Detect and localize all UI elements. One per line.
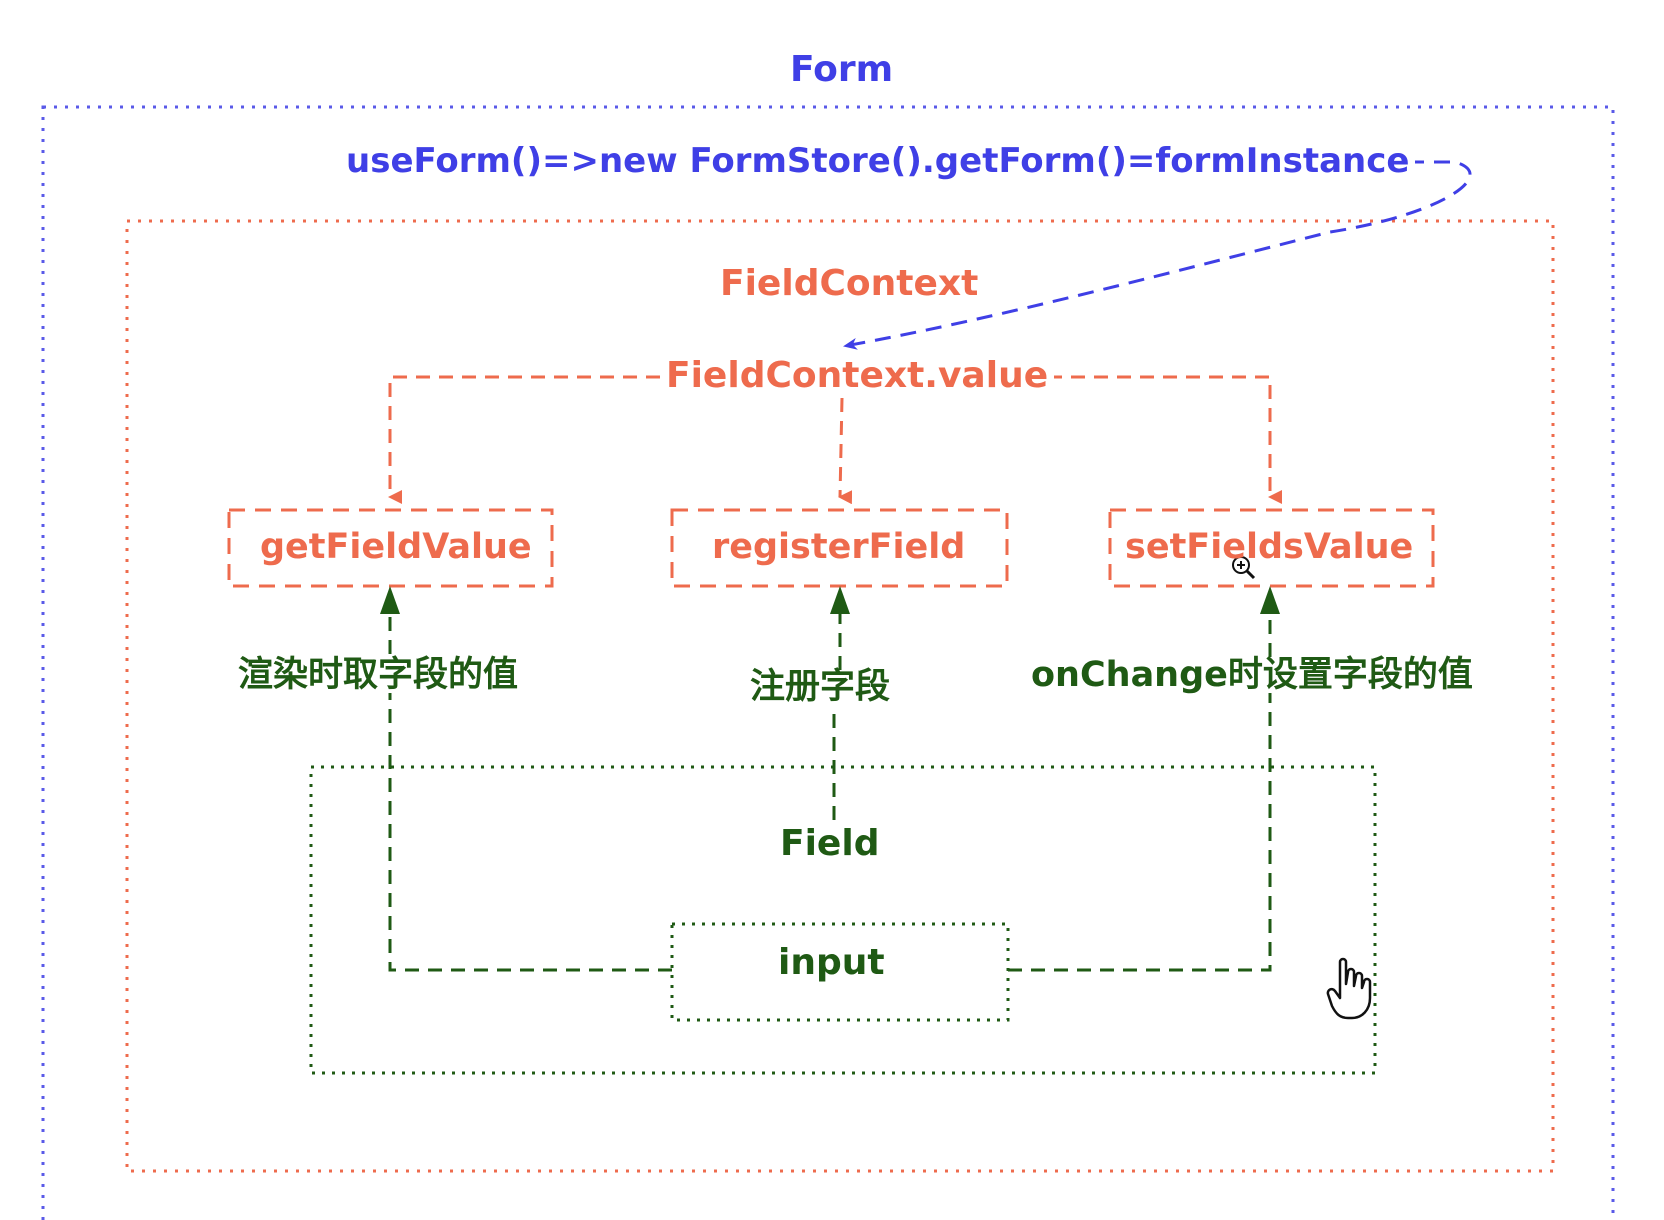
input-to-set-line bbox=[1008, 605, 1272, 972]
set-fields-value-caption: onChange时设置字段的值 bbox=[1025, 658, 1479, 693]
get-field-value-box bbox=[227, 508, 554, 588]
magnifier-plus-icon bbox=[1232, 556, 1256, 580]
field-context-value: FieldContext.value bbox=[660, 358, 1055, 394]
get-field-value-label: getFieldValue bbox=[260, 527, 532, 567]
value-to-set-arrow bbox=[1025, 375, 1282, 504]
set-fields-value-label: setFieldsValue bbox=[1125, 527, 1414, 567]
value-to-get-arrow bbox=[388, 375, 660, 504]
set-arrowhead bbox=[1260, 586, 1280, 614]
get-arrowhead bbox=[380, 586, 400, 614]
register-arrowhead bbox=[830, 586, 850, 614]
field-title: Field bbox=[780, 823, 880, 864]
register-field-box bbox=[670, 508, 1009, 588]
form-instance-arrow bbox=[843, 160, 1472, 350]
register-field-caption: 注册字段 bbox=[744, 670, 897, 705]
field-box bbox=[309, 765, 1377, 1075]
get-field-value-caption: 渲染时取字段的值 bbox=[232, 658, 525, 693]
input-label: input bbox=[778, 942, 885, 983]
hand-pointer-icon bbox=[1326, 957, 1372, 1020]
field-context-title: FieldContext bbox=[720, 263, 979, 304]
use-form-text: useForm()=>new FormStore().getForm()=for… bbox=[340, 144, 1416, 178]
register-field-label: registerField bbox=[712, 527, 966, 567]
set-fields-value-box bbox=[1108, 508, 1435, 588]
input-box bbox=[670, 922, 1010, 1022]
form-title: Form bbox=[790, 49, 894, 90]
input-to-get-line bbox=[388, 605, 672, 972]
field-to-register-line bbox=[832, 605, 842, 820]
value-to-register-arrow bbox=[838, 397, 853, 505]
